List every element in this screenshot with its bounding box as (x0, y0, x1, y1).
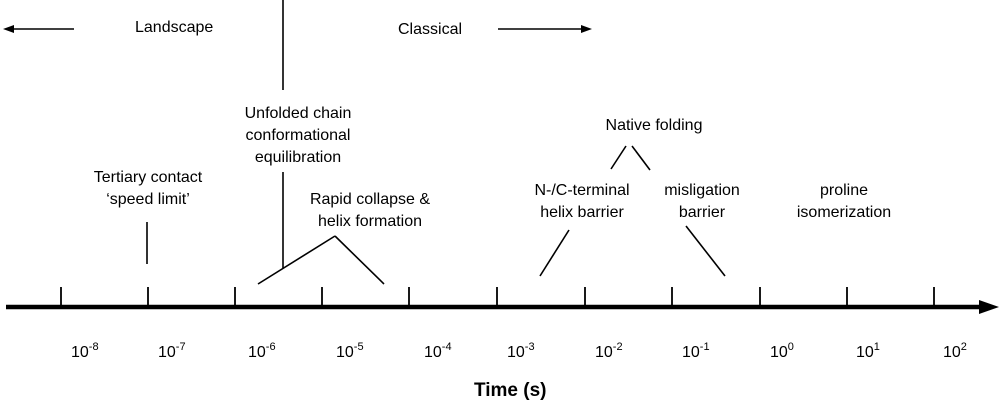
collapse-connector-right (334, 235, 385, 285)
tick-exponent: 0 (787, 341, 794, 353)
tick-label: 10-5 (336, 341, 364, 362)
tick-label: 10-6 (248, 341, 276, 362)
unfolded-line-2: conformational (245, 127, 351, 144)
tick-base: 10 (336, 344, 354, 361)
tertiary-contact-label: Tertiary contact ‘speed limit’ (78, 167, 218, 211)
unfolded-line-1: Unfolded chain (244, 105, 352, 122)
tick-label: 10-7 (158, 341, 186, 362)
nc-line-1: N-/C-terminal (534, 182, 630, 199)
native-connector-right (631, 145, 651, 171)
tick-exponent: -4 (441, 341, 452, 353)
tick-base: 10 (507, 344, 525, 361)
nc-terminal-label: N-/C-terminal helix barrier (512, 180, 652, 224)
tick-label: 10-2 (595, 341, 623, 362)
tertiary-line-1: Tertiary contact (93, 169, 203, 186)
rapid-collapse-label: Rapid collapse & helix formation (295, 189, 445, 233)
landscape-label: Landscape (135, 19, 214, 36)
tick-base: 10 (682, 344, 700, 361)
unfolded-chain-label: Unfolded chain conformational equilibrat… (218, 103, 378, 169)
tick-label: 102 (943, 341, 967, 362)
tick-label: 10-4 (424, 341, 452, 362)
tick-exponent: -5 (353, 341, 364, 353)
collapse-line-1: Rapid collapse & (309, 191, 431, 208)
pro-line-2: isomerization (796, 204, 892, 221)
classical-label: Classical (398, 21, 463, 38)
tick-label: 100 (770, 341, 794, 362)
nc-connector (539, 229, 570, 277)
tick-base: 10 (248, 344, 266, 361)
axis-title: Time (s) (474, 380, 547, 401)
unfolded-line-3: equilibration (254, 149, 342, 166)
tick-label: 10-3 (507, 341, 535, 362)
native-connector-left (610, 145, 627, 170)
pro-line-1: proline (819, 182, 869, 199)
tick-base: 10 (770, 344, 788, 361)
tick-base: 10 (71, 344, 89, 361)
tick-exponent: -3 (524, 341, 535, 353)
tick-exponent: 2 (960, 341, 967, 353)
tick-exponent: -6 (265, 341, 276, 353)
tick-base: 10 (158, 344, 176, 361)
landscape-arrow (3, 25, 74, 33)
tick-exponent: -1 (699, 341, 710, 353)
axis-ticks (60, 287, 935, 307)
tertiary-line-2: ‘speed limit’ (106, 191, 190, 208)
tick-exponent: -8 (88, 341, 99, 353)
native-folding-label: Native folding (605, 117, 703, 134)
tick-label: 10-1 (682, 341, 710, 362)
tick-base: 10 (424, 344, 442, 361)
tick-base: 10 (595, 344, 613, 361)
collapse-line-2: helix formation (317, 213, 423, 230)
tick-exponent: 1 (873, 341, 880, 353)
tick-label: 10-8 (71, 341, 99, 362)
misligation-label: misligation barrier (642, 180, 762, 224)
proline-label: proline isomerization (779, 180, 909, 224)
mis-connector (685, 225, 726, 277)
classical-arrow (498, 25, 592, 33)
tick-base: 10 (856, 344, 874, 361)
mis-line-2: barrier (678, 204, 726, 221)
nc-line-2: helix barrier (540, 204, 624, 221)
tick-exponent: -7 (175, 341, 186, 353)
tick-base: 10 (943, 344, 961, 361)
collapse-connector-left (257, 235, 336, 285)
mis-line-1: misligation (664, 182, 740, 199)
tick-exponent: -2 (612, 341, 623, 353)
tick-label: 101 (856, 341, 880, 362)
time-axis (6, 300, 999, 314)
